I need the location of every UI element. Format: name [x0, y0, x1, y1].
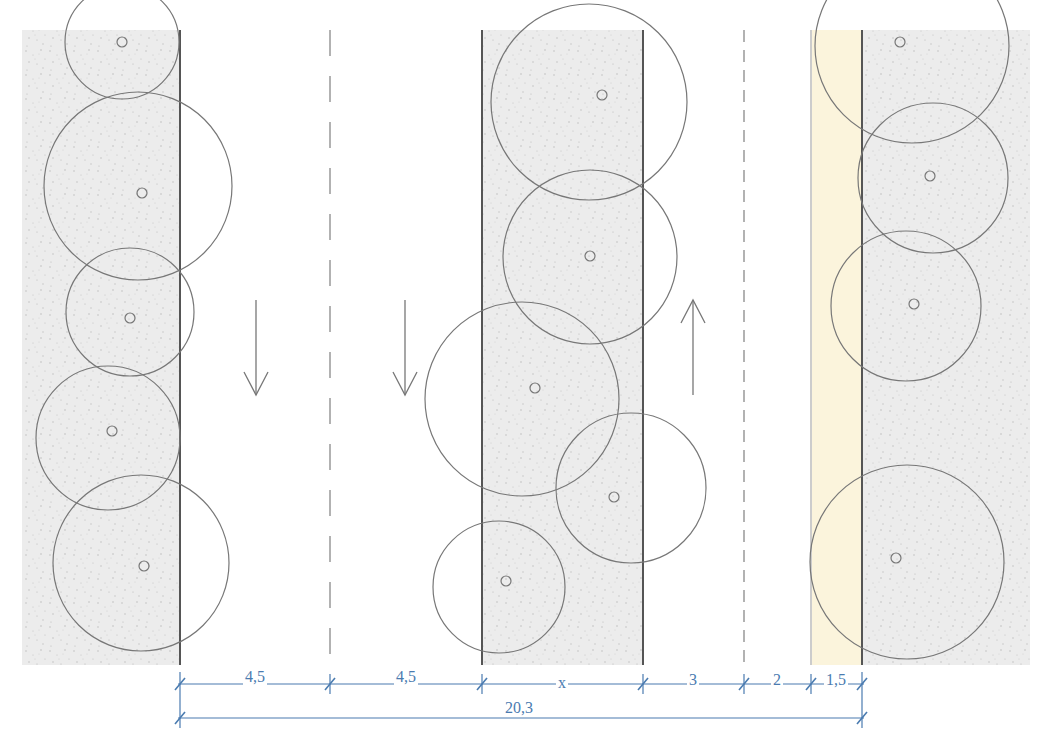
- dimension-label: x: [556, 675, 568, 691]
- dimension-label: 1,5: [824, 672, 848, 688]
- dimension-label: 4,5: [394, 669, 418, 685]
- dimension-label: 3: [687, 672, 699, 688]
- lane-lines: [180, 30, 862, 665]
- ground-strips: [22, 30, 1030, 665]
- dimension-label: 20,3: [503, 700, 535, 716]
- tree-crowns: [36, 0, 1009, 659]
- dimension-label: 4,5: [243, 669, 267, 685]
- dimension-lines: [175, 672, 867, 728]
- dimension-label: 2: [771, 672, 783, 688]
